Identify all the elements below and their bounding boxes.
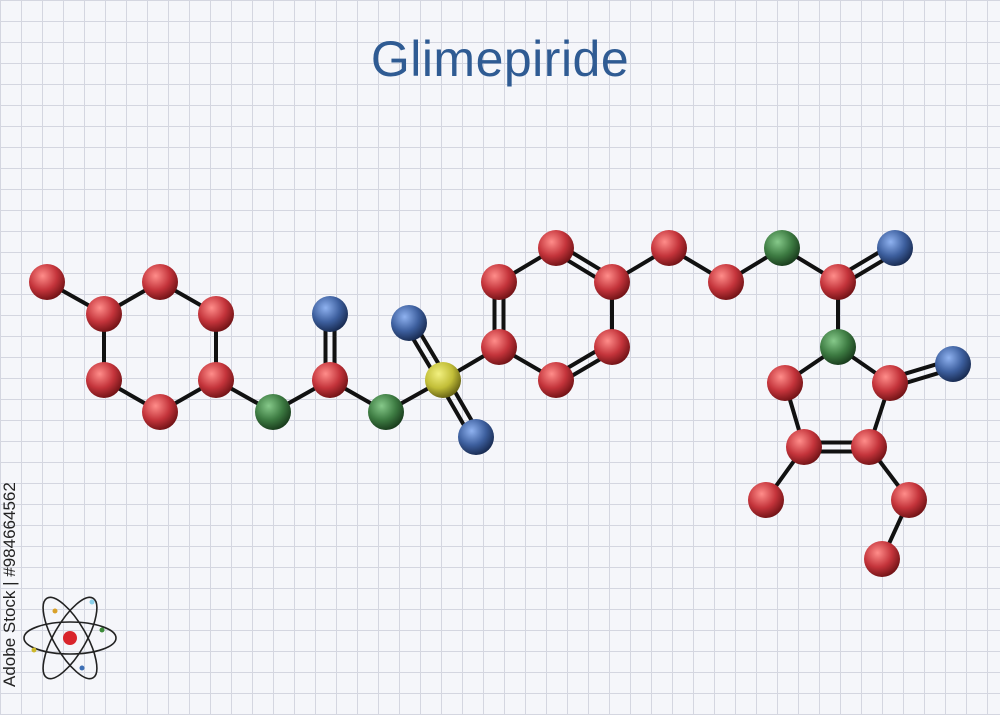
carbon-atom	[594, 329, 630, 365]
carbon-atom	[767, 365, 803, 401]
carbon-atom	[29, 264, 65, 300]
oxygen-atom	[368, 394, 404, 430]
carbon-atom	[538, 362, 574, 398]
page-title: Glimepiride	[370, 31, 630, 87]
carbon-atom	[538, 230, 574, 266]
nitrogen-atom	[877, 230, 913, 266]
oxygen-atom	[820, 329, 856, 365]
sulfur-atom	[425, 362, 461, 398]
carbon-atom	[86, 296, 122, 332]
carbon-atom	[651, 230, 687, 266]
carbon-atom	[86, 362, 122, 398]
carbon-atom	[594, 264, 630, 300]
nitrogen-atom	[935, 346, 971, 382]
carbon-atom	[481, 264, 517, 300]
carbon-atom	[872, 365, 908, 401]
nitrogen-atom	[458, 419, 494, 455]
oxygen-atom	[764, 230, 800, 266]
carbon-atom	[864, 541, 900, 577]
carbon-atom	[786, 429, 822, 465]
atom-icon	[23, 596, 117, 680]
carbon-atom	[481, 329, 517, 365]
carbon-atom	[748, 482, 784, 518]
carbon-atom	[142, 264, 178, 300]
carbon-atom	[198, 296, 234, 332]
carbon-atom	[891, 482, 927, 518]
nitrogen-atom	[312, 296, 348, 332]
carbon-atom	[198, 362, 234, 398]
carbon-atom	[708, 264, 744, 300]
nitrogen-atom	[391, 305, 427, 341]
atom-layer	[29, 230, 971, 577]
carbon-atom	[312, 362, 348, 398]
carbon-atom	[142, 394, 178, 430]
carbon-atom	[851, 429, 887, 465]
carbon-atom	[820, 264, 856, 300]
oxygen-atom	[255, 394, 291, 430]
